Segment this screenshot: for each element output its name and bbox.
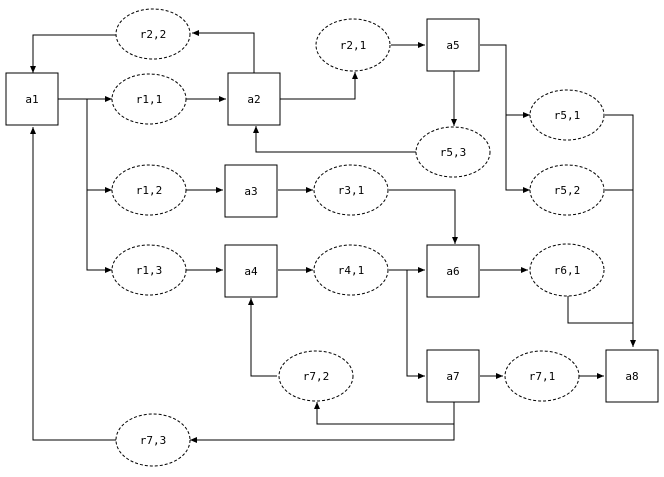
node-r21-label: r2,1 [340,39,367,52]
node-r41-label: r4,1 [338,264,365,277]
node-r71-label: r7,1 [529,370,556,383]
node-a4-label: a4 [244,265,258,278]
node-a6-label: a6 [446,265,459,278]
node-a5-label: a5 [446,39,459,52]
node-a3: a3 [224,164,278,218]
node-a2-label: a2 [247,93,260,106]
edge-a2-r21 [280,72,358,100]
edge-a2-r22 [192,30,255,73]
node-r71: r7,1 [504,350,580,402]
node-r73: r7,3 [115,413,191,467]
node-a7: a7 [426,349,480,403]
node-r72: r7,2 [278,350,354,402]
node-a7-label: a7 [446,370,459,383]
edge-a1-r13 [86,190,112,273]
node-r41: r4,1 [313,244,389,296]
activity-layer: a1 a2 a3 a4 a5 a6 [5,18,659,403]
node-r22: r2,2 [115,8,191,60]
edge-a7-r72 [314,402,455,425]
edge-r61-a8 [567,296,633,324]
edge-a5-r51 [480,44,530,118]
edge-r73-a1 [30,127,116,441]
node-r12: r1,2 [111,164,187,216]
node-r51-label: r5,1 [554,109,581,122]
node-a2: a2 [227,72,281,126]
edge-a1-r12 [86,99,112,193]
node-r11: r1,1 [111,73,187,125]
edge-r22-a1 [30,34,116,73]
edge-r41-a7 [406,270,425,379]
edge-a5-r52 [505,115,530,193]
edge-r53-a2 [253,126,416,153]
node-r73-label: r7,3 [140,434,167,447]
node-r13-label: r1,3 [136,264,163,277]
node-a5: a5 [426,18,480,72]
resource-layer: r1,1 r1,2 r1,3 r2,1 r2,2 r3,1 [111,8,605,467]
node-r22-label: r2,2 [140,28,167,41]
node-r72-label: r7,2 [303,370,330,383]
node-r31-label: r3,1 [338,184,365,197]
node-r61-label: r6,1 [554,264,581,277]
edge-a7-r73 [190,424,455,443]
node-r11-label: r1,1 [136,93,163,106]
node-r12-label: r1,2 [136,184,163,197]
node-a6: a6 [426,244,480,298]
node-r21: r2,1 [315,18,391,72]
node-r52: r5,2 [529,164,605,216]
node-r53: r5,3 [415,126,491,178]
node-r31: r3,1 [313,164,389,216]
node-a8: a8 [605,349,659,403]
node-r13: r1,3 [111,244,187,296]
node-a3-label: a3 [244,185,257,198]
node-a1-label: a1 [25,93,38,106]
node-r52-label: r5,2 [554,184,581,197]
edge-layer [30,30,636,443]
node-a8-label: a8 [625,370,638,383]
node-r51: r5,1 [529,89,605,141]
node-a4: a4 [224,244,278,298]
edge-r31-a6 [389,189,458,244]
node-r61: r6,1 [529,243,605,297]
edge-r72-a4 [248,298,277,377]
node-r53-label: r5,3 [440,146,467,159]
edge-r51-a8 [605,114,636,347]
node-a1: a1 [5,72,59,126]
